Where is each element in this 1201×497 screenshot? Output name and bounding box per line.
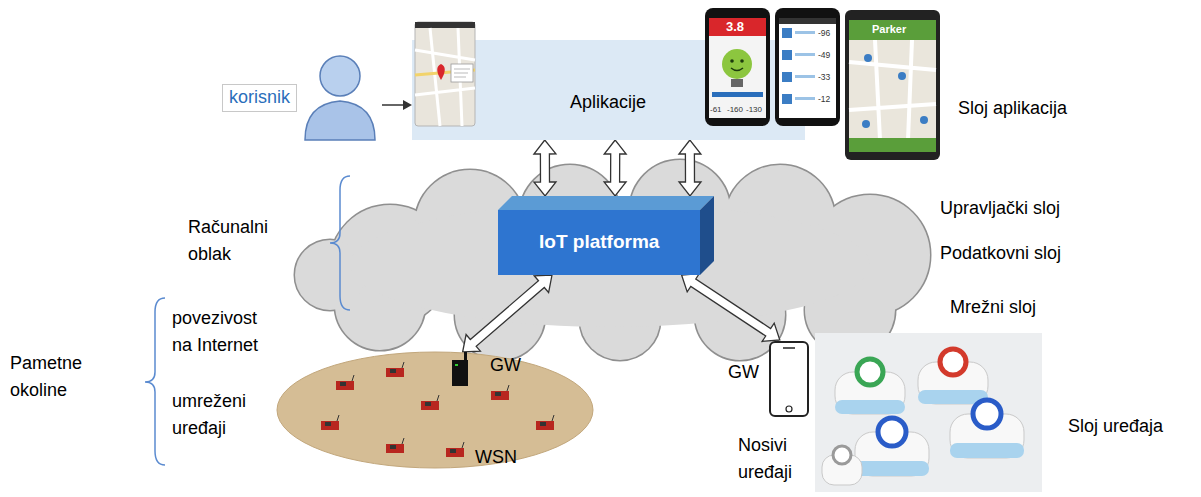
layer-label: Sloj aplikacija [958, 98, 1067, 120]
connector [682, 274, 780, 342]
screen-value: -96 [818, 28, 830, 38]
double-block-arrow [534, 140, 556, 196]
platform-box: IoT platforma [498, 196, 714, 275]
screen-value: -61 [710, 105, 722, 115]
layer-label: Sloj uređaja [1068, 416, 1163, 438]
double-block-arrow [463, 275, 552, 352]
double-block-arrow [682, 274, 780, 342]
connector-line [382, 104, 403, 106]
screen-value: -160 [727, 105, 743, 115]
device-label: Nosivi uređaji [738, 432, 810, 486]
gateway-label: GW [728, 362, 759, 384]
group-label: Računalni oblak [188, 214, 278, 268]
phone-screenshot [705, 8, 770, 126]
layer-label: Upravljački sloj [940, 198, 1060, 220]
band-title: Aplikacije [570, 92, 646, 114]
connector [463, 275, 552, 352]
connector [679, 140, 701, 196]
brace [145, 298, 165, 465]
phone-screenshot [775, 8, 840, 126]
group-label: Pametne okoline [10, 350, 95, 404]
group-label: umreženi uređaji [172, 388, 262, 442]
map-screenshot [415, 22, 475, 126]
sensor-network-area-shape [275, 350, 595, 470]
user-label: korisnik [222, 84, 297, 112]
screen-value: 3.8 [726, 19, 744, 35]
gateway-label: GW [490, 355, 521, 377]
double-block-arrow [679, 140, 701, 196]
screen-value: -33 [818, 72, 830, 82]
brace [330, 176, 350, 310]
connector [382, 100, 412, 110]
arrow-head [403, 100, 412, 110]
screen-value: -130 [746, 105, 762, 115]
gateway-node: GW [448, 352, 525, 392]
layer-label: Podatkovni sloj [940, 243, 1061, 265]
screen-value: -49 [818, 50, 830, 60]
application-band: Aplikacije [412, 40, 805, 140]
screen-value: -12 [818, 94, 830, 104]
connector [534, 140, 556, 196]
double-block-arrow [604, 140, 626, 196]
connector [604, 140, 626, 196]
group-label: povezivost na Internet [172, 305, 272, 359]
phone-gateway-node: GW [725, 340, 812, 418]
sensor-network-area: WSN GW [275, 350, 595, 470]
wearable-devices-photo [815, 333, 1042, 492]
app-title: Parker [872, 23, 906, 36]
platform-title: IoT platforma [539, 231, 659, 254]
network-label: WSN [475, 447, 517, 469]
user-node: korisnik [222, 50, 382, 150]
layer-label: Mrežni sloj [950, 297, 1036, 319]
parking-app-screenshot [845, 10, 940, 160]
